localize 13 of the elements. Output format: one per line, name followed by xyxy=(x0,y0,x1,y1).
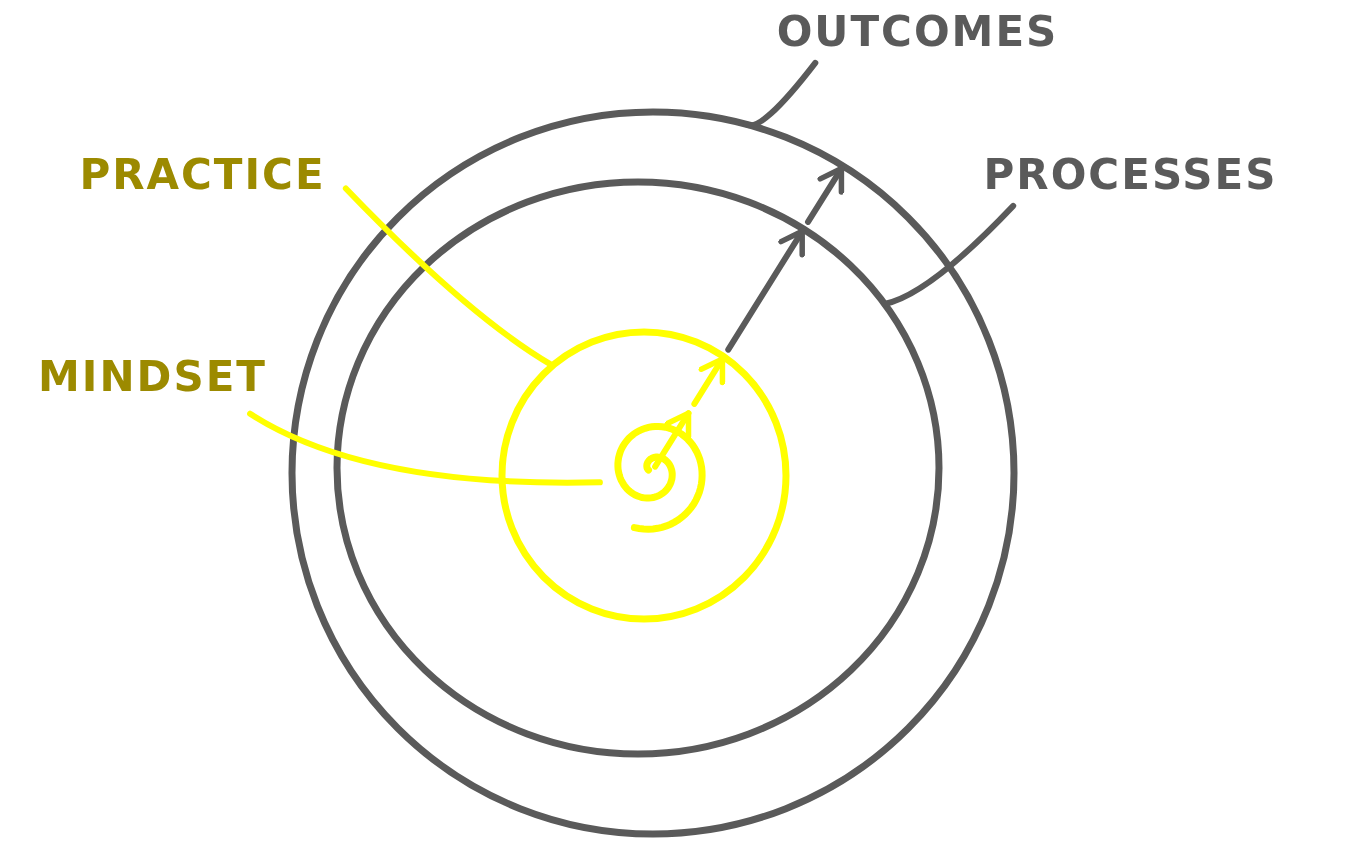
label-text: MINDSET xyxy=(0,347,305,405)
arrow xyxy=(725,228,806,353)
leader-line xyxy=(342,185,556,369)
label-text: OUTCOMES xyxy=(735,2,1100,60)
label-text: PROCESSES xyxy=(958,145,1303,203)
leader-line xyxy=(743,59,819,129)
arrow xyxy=(691,355,726,407)
leader-line xyxy=(247,410,603,486)
arrow xyxy=(805,165,845,225)
label-text: PRACTICE xyxy=(50,145,355,203)
ring-outline xyxy=(333,178,943,758)
arrow xyxy=(652,410,692,470)
ring-outline xyxy=(498,328,790,623)
